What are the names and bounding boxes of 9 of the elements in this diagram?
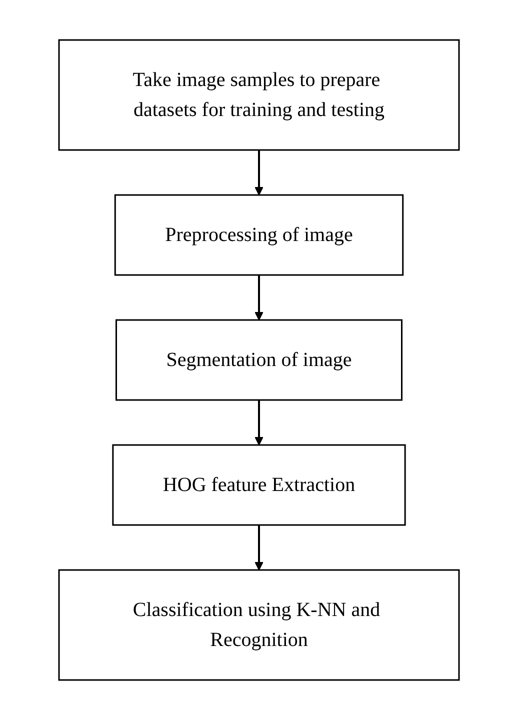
arrow (254, 400, 263, 445)
arrow (254, 274, 263, 320)
arrow (254, 524, 263, 570)
node-box: HOG feature Extraction (112, 444, 406, 526)
node-box: Take image samples to prepare datasets for training and testing (58, 38, 460, 150)
arrow (254, 150, 263, 195)
node-box: Preprocessing of image (114, 194, 404, 276)
node-box: Classification using K-NN and Recognition (58, 568, 460, 680)
node-box: Segmentation of image (115, 318, 402, 400)
